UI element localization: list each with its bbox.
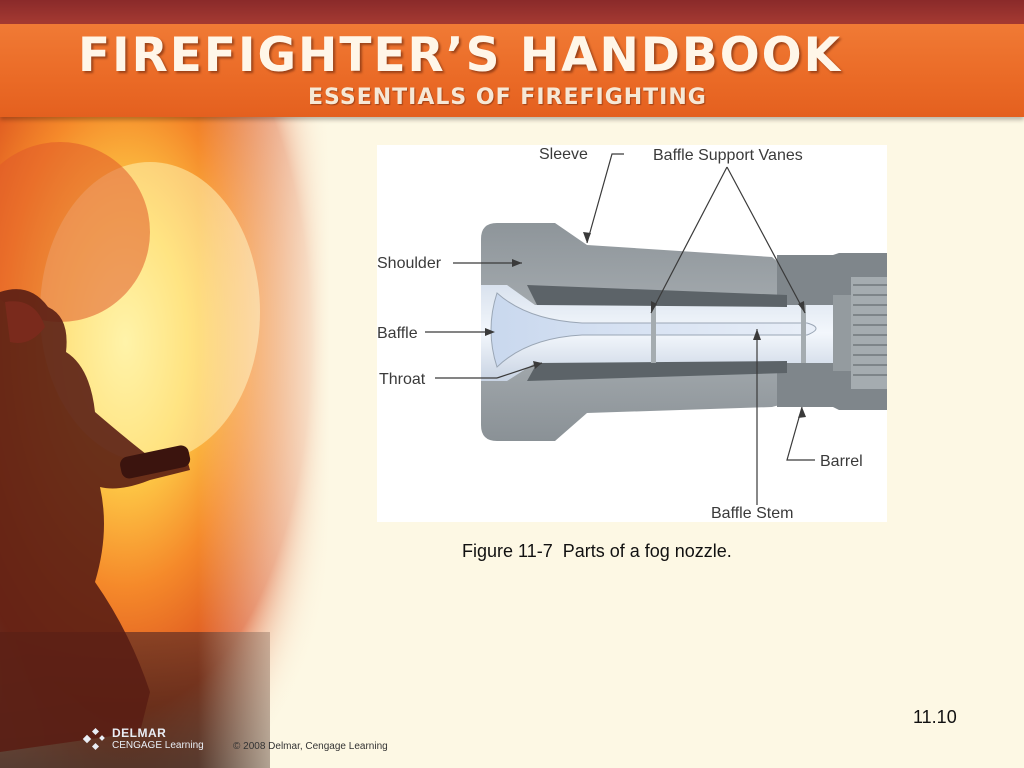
label-barrel: Barrel [820, 453, 863, 470]
label-baffle-support-vanes: Baffle Support Vanes [653, 147, 803, 164]
header-banner: FIREFIGHTER’S HANDBOOK ESSENTIALS OF FIR… [0, 0, 1024, 117]
book-subtitle: ESSENTIALS OF FIREFIGHTING [308, 85, 707, 110]
label-sleeve: Sleeve [539, 146, 588, 163]
label-baffle-stem: Baffle Stem [711, 505, 793, 522]
figure-caption: Figure 11-7 Parts of a fog nozzle. [462, 541, 732, 561]
logo-name: DELMAR [112, 726, 167, 740]
label-baffle: Baffle [377, 325, 418, 342]
header-top-stripe [0, 0, 1024, 24]
book-title: FIREFIGHTER’S HANDBOOK [78, 28, 843, 83]
page-number: 11.10 [913, 707, 957, 727]
logo-subtitle: CENGAGE Learning [112, 740, 204, 751]
support-vane-left [651, 305, 656, 363]
label-shoulder: Shoulder [377, 255, 442, 272]
publisher-logo: DELMAR CENGAGE Learning [82, 726, 204, 757]
copyright-notice: © 2008 Delmar, Cengage Learning [233, 741, 388, 752]
delmar-logo-icon [82, 727, 105, 751]
coupling-threads [851, 277, 887, 389]
firefighter-photo [0, 112, 330, 768]
support-vane-right [801, 305, 806, 363]
fog-nozzle-diagram: Sleeve Baffle Support Vanes Shoulder Baf… [377, 145, 887, 522]
header-main-band [0, 24, 1024, 117]
label-throat: Throat [379, 371, 426, 388]
